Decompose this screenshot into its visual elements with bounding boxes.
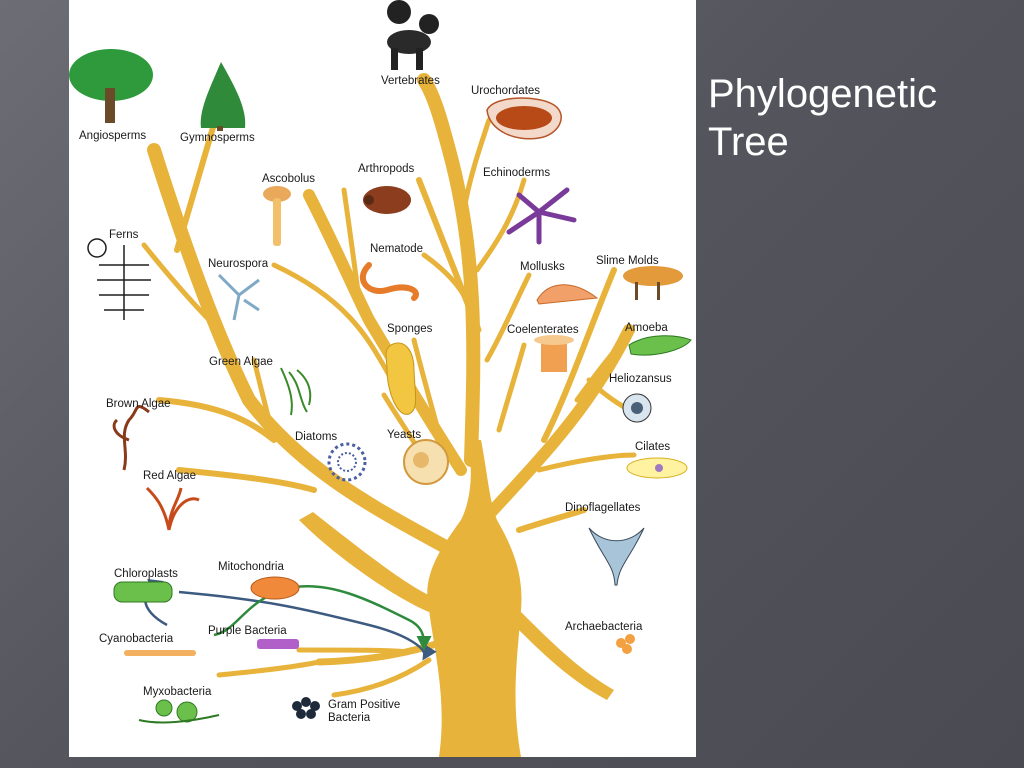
label-mitochondria: Mitochondria <box>218 561 284 573</box>
label-red-algae: Red Algae <box>143 470 196 482</box>
label-arthropods: Arthropods <box>358 163 415 175</box>
label-echinoderms: Echinoderms <box>483 167 550 179</box>
chloroplast-icon <box>113 581 173 603</box>
myxobacteria-icon <box>138 699 220 724</box>
label-dinoflagellates: Dinoflagellates <box>565 502 641 514</box>
label-ciliates: Cilates <box>635 441 670 453</box>
label-angiosperms: Angiosperms <box>79 130 146 142</box>
label-gram-positive-bacteria: Bacteria <box>328 712 371 724</box>
archaebacteria-icon <box>616 634 635 654</box>
sea-star-icon <box>506 187 577 245</box>
heliozoan-icon <box>622 393 652 423</box>
organism-labels: Vertebrates Urochordates Angiosperms Gym… <box>79 75 672 724</box>
deciduous-tree-icon <box>69 49 153 123</box>
label-ferns: Ferns <box>109 229 139 241</box>
ciliate-icon <box>626 457 688 479</box>
label-mollusks: Mollusks <box>520 261 565 273</box>
dinoflagellate-icon <box>588 527 645 586</box>
label-green-algae: Green Algae <box>209 356 273 368</box>
tree-branches <box>141 73 642 698</box>
gram-positive-bacteria-icon <box>292 697 320 719</box>
cyanobacteria-icon <box>124 650 196 656</box>
neurospora-icon <box>217 273 260 321</box>
label-ascobolus: Ascobolus <box>262 173 315 185</box>
coelenterate-icon <box>534 335 574 372</box>
purple-bacteria-icon <box>257 639 299 649</box>
label-vertebrates: Vertebrates <box>381 75 440 87</box>
urochordate-icon <box>486 97 562 140</box>
label-archaebacteria: Archaebacteria <box>565 621 643 633</box>
conifer-tree-icon <box>200 62 246 131</box>
label-neurospora: Neurospora <box>208 258 269 270</box>
mollusk-icon <box>536 284 599 305</box>
slide-title-line-1: Phylogenetic <box>708 72 938 116</box>
label-nematode: Nematode <box>370 243 423 255</box>
label-purple-bacteria: Purple Bacteria <box>208 625 287 637</box>
label-amoeba: Amoeba <box>625 322 668 334</box>
red-algae-icon <box>145 486 200 531</box>
phylogenetic-tree-figure: Vertebrates Urochordates Angiosperms Gym… <box>69 0 696 757</box>
label-slime-molds: Slime Molds <box>596 255 659 267</box>
nematode-icon <box>359 262 419 301</box>
slide-title: Phylogenetic Tree <box>708 70 1008 166</box>
mushroom-icon <box>263 186 291 246</box>
slide-title-line-2: Tree <box>708 120 789 164</box>
mitochondria-arrow <box>213 584 432 651</box>
yeast-icon <box>403 439 449 485</box>
tree-diagram: Vertebrates Urochordates Angiosperms Gym… <box>69 0 692 757</box>
poodle-icon <box>387 0 439 70</box>
green-algae-icon <box>280 367 312 416</box>
tree-trunk <box>299 440 614 757</box>
label-myxobacteria: Myxobacteria <box>143 686 212 698</box>
label-cyanobacteria: Cyanobacteria <box>99 633 174 645</box>
fern-icon <box>87 238 151 320</box>
amoeba-icon <box>628 335 692 356</box>
label-sponges: Sponges <box>387 323 433 335</box>
label-chloroplasts: Chloroplasts <box>114 568 178 580</box>
diatom-icon <box>327 442 367 482</box>
flea-icon <box>363 186 411 214</box>
label-gram-positive: Gram Positive <box>328 699 400 711</box>
label-coelenterates: Coelenterates <box>507 324 579 336</box>
label-yeasts: Yeasts <box>387 429 421 441</box>
label-heliozansus: Heliozansus <box>609 373 672 385</box>
sponge-icon <box>385 342 417 415</box>
label-gymnosperms: Gymnosperms <box>180 132 255 144</box>
slime-mold-icon <box>623 266 683 300</box>
label-urochordates: Urochordates <box>471 85 540 97</box>
label-diatoms: Diatoms <box>295 431 337 443</box>
label-brown-algae: Brown Algae <box>106 398 171 410</box>
mitochondria-icon <box>250 576 300 600</box>
brown-algae-icon <box>112 405 150 471</box>
